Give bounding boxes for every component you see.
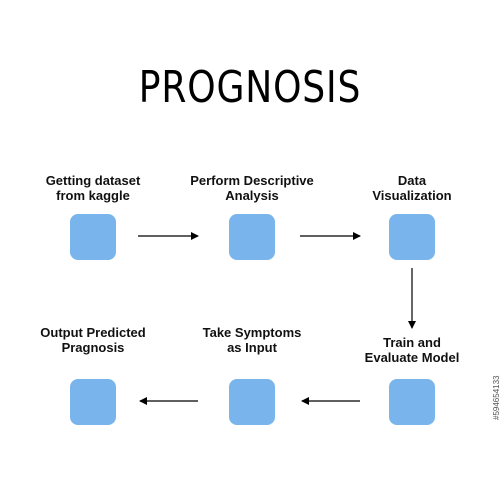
step-label-getting-dataset: Getting dataset from kaggle bbox=[45, 173, 141, 203]
step-box-output-prognosis bbox=[70, 379, 116, 425]
step-label-take-symptoms: Take Symptoms as Input bbox=[202, 325, 302, 355]
step-label-data-visualization: Data Visualization bbox=[372, 173, 452, 203]
side-note: #594654133 bbox=[492, 375, 500, 421]
step-label-descriptive-analysis: Perform Descriptive Analysis bbox=[190, 173, 314, 203]
step-label-output-prognosis: Output Predicted Pragnosis bbox=[40, 325, 146, 355]
step-box-getting-dataset bbox=[70, 214, 116, 260]
step-label-train-evaluate: Train and Evaluate Model bbox=[364, 335, 460, 365]
step-box-descriptive-analysis bbox=[229, 214, 275, 260]
step-box-train-evaluate bbox=[389, 379, 435, 425]
step-box-data-visualization bbox=[389, 214, 435, 260]
diagram-title: PROGNOSIS bbox=[138, 62, 362, 113]
step-box-take-symptoms bbox=[229, 379, 275, 425]
